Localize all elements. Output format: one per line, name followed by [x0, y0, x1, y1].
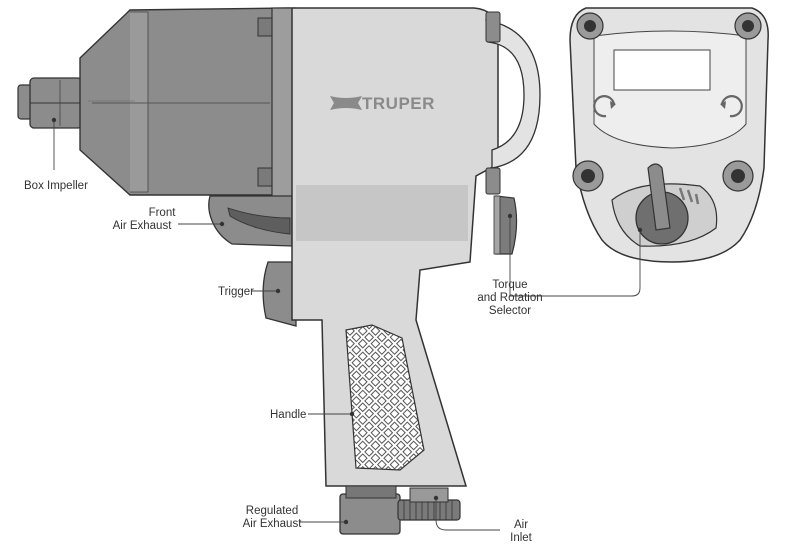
wrench-side-view: TRUPER	[17, 7, 541, 535]
handle-grip	[345, 324, 425, 471]
screw-icon	[734, 12, 762, 40]
front-housing	[79, 7, 297, 199]
brand-logo: TRUPER	[330, 94, 435, 113]
air-inlet	[397, 487, 461, 521]
screw-icon	[572, 160, 604, 192]
label-regulated-air-exhaust-2: Air Exhaust	[243, 518, 303, 530]
label-air-inlet-1: Air	[514, 519, 528, 531]
logo-mark-icon	[330, 96, 362, 110]
leader-air-inlet	[435, 498, 500, 531]
torque-selector-side	[493, 195, 518, 255]
screw-icon	[576, 12, 604, 40]
label-front-air-exhaust-2: Air Exhaust	[113, 220, 173, 232]
leader-lines	[51, 117, 643, 531]
label-trigger: Trigger	[218, 286, 254, 298]
label-torque-2: and Rotation	[477, 292, 542, 304]
label-handle: Handle	[270, 409, 306, 421]
box-impeller	[17, 77, 83, 129]
labels: Box Impeller Front Air Exhaust Trigger H…	[24, 180, 543, 544]
label-air-inlet-2: Inlet	[510, 532, 533, 544]
rotate-right-icon	[720, 95, 743, 118]
label-box-impeller: Box Impeller	[24, 180, 88, 192]
regulated-air-exhaust	[339, 485, 401, 535]
logo-text: TRUPER	[362, 94, 435, 113]
leader-torque-side	[509, 216, 542, 297]
wrench-rear-view	[569, 7, 769, 263]
label-torque-3: Selector	[489, 305, 531, 317]
trigger	[262, 261, 297, 327]
label-regulated-air-exhaust-1: Regulated	[246, 505, 298, 517]
leader-torque-rear	[542, 230, 641, 297]
rotate-left-icon	[593, 95, 616, 118]
label-front-air-exhaust-1: Front	[149, 207, 177, 219]
front-air-exhaust	[208, 195, 293, 247]
screw-icon	[722, 160, 754, 192]
label-torque-1: Torque	[492, 279, 527, 291]
